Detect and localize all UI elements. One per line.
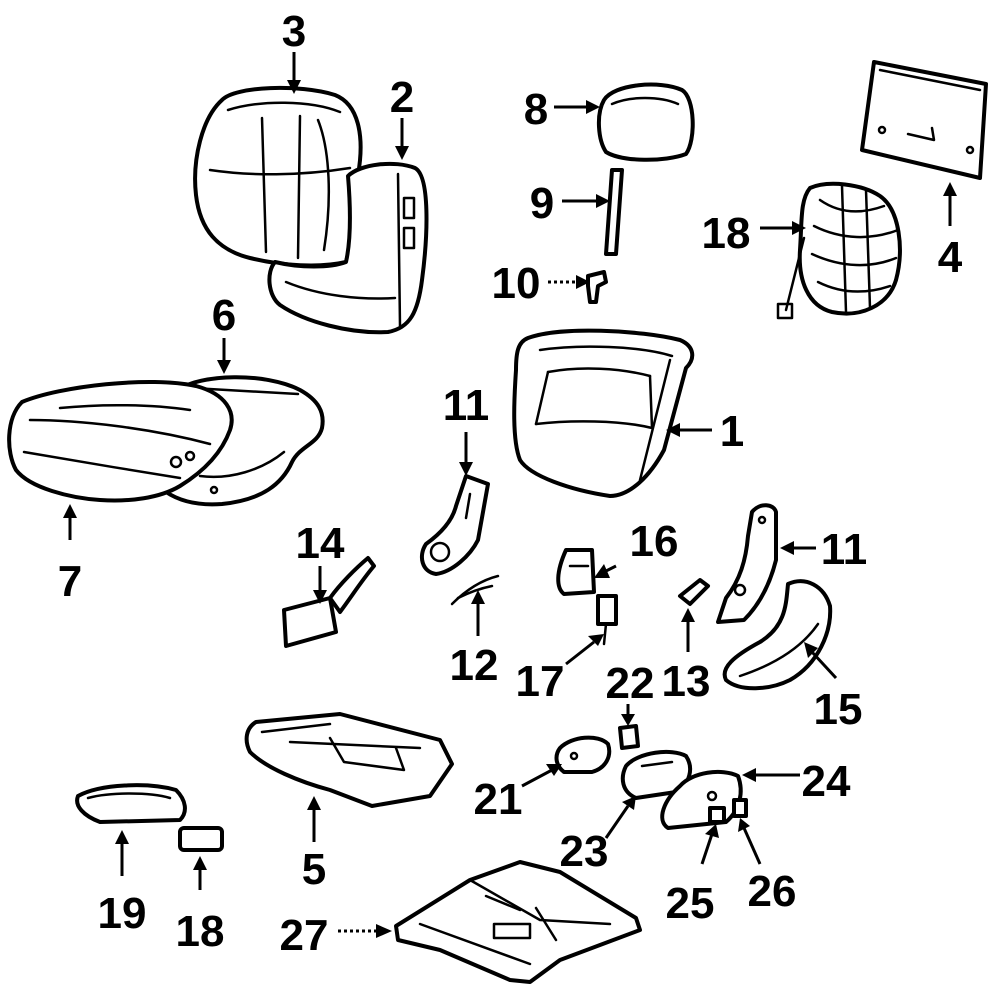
callout-6: 6 (212, 291, 236, 340)
part-14-control-handle (282, 556, 376, 648)
callout-25: 25 (666, 879, 715, 928)
callout-9: 9 (530, 179, 554, 228)
callout-26: 26 (748, 867, 797, 916)
part-21-cover (554, 735, 612, 774)
part-27-seat-track (394, 860, 642, 984)
part-18-recliner-assembly (776, 181, 902, 320)
callout-5: 5 (302, 845, 326, 894)
callout-21: 21 (474, 775, 523, 824)
callout-10: 10 (492, 259, 541, 308)
callout-19: 18 (176, 907, 225, 956)
part-23-cover (620, 749, 693, 800)
callout-15: 15 (814, 685, 863, 734)
callout-11-left: 11 (443, 381, 490, 430)
part-10-button (586, 270, 608, 304)
callout-24: 24 (802, 757, 851, 806)
part-3-seat-back-cover (193, 85, 363, 268)
callout-labels: 3 2 8 9 10 18 4 6 7 1 11 12 14 16 17 13 … (58, 7, 963, 960)
callout-2: 2 (390, 73, 414, 122)
part-26-fastener (732, 798, 748, 818)
callout-22: 22 (606, 659, 655, 708)
part-7-seat-cushion-front (7, 380, 234, 503)
part-22 (618, 724, 640, 750)
part-17-connector (596, 594, 618, 646)
callout-8: 8 (524, 85, 548, 134)
callout-18: 18 (702, 209, 751, 258)
part-13-clip (678, 578, 710, 606)
callout-3: 3 (282, 7, 306, 56)
callout-27: 27 (280, 911, 329, 960)
part-5-cushion-pad (244, 712, 454, 808)
callout-12: 12 (450, 641, 499, 690)
callout-11-right: 11 (821, 525, 868, 574)
part-20-tray (75, 783, 187, 824)
callout-14: 14 (296, 519, 345, 568)
part-1-seat-back-frame (512, 328, 695, 498)
callout-20: 19 (98, 889, 147, 938)
callout-7: 7 (58, 557, 82, 606)
part-19-pad (178, 826, 224, 852)
part-11a-bracket (419, 474, 490, 576)
callout-17: 17 (516, 657, 565, 706)
part-11b-bracket (716, 503, 778, 624)
callout-23: 23 (560, 827, 609, 876)
part-12-cable (450, 574, 500, 606)
callout-1: 1 (720, 407, 744, 456)
leader-lines (63, 52, 957, 938)
callout-16: 16 (630, 517, 679, 566)
part-25-fastener (708, 806, 726, 824)
callout-13: 13 (662, 657, 711, 706)
part-8-head-restraint (597, 82, 695, 162)
part-15-side-shield (722, 579, 833, 691)
part-4-back-panel (860, 60, 988, 180)
part-16-motor (556, 548, 596, 596)
callout-4: 4 (938, 233, 963, 282)
part-2-seat-back-pad (267, 161, 429, 335)
part-9-guide (604, 168, 624, 256)
